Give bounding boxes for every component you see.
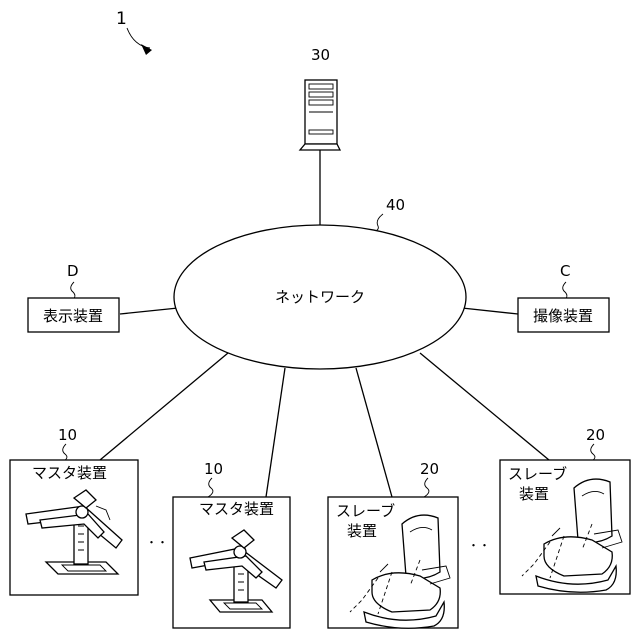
master-device-2: 10 マスタ装置	[173, 460, 290, 628]
camera-network-link	[462, 308, 518, 314]
server-icon	[300, 80, 340, 150]
server-ref-label: 30	[311, 46, 330, 64]
master1-ref-label: 10	[58, 426, 77, 444]
slave1-label-line2: 装置	[347, 522, 377, 540]
master1-ref-leader	[62, 444, 67, 462]
system-ref-curve	[127, 28, 150, 48]
system-ref-label: 1	[116, 9, 127, 29]
slave2-ref-label: 20	[586, 426, 605, 444]
system-ref: 1	[116, 9, 152, 55]
camera-label: 撮像装置	[533, 307, 593, 325]
slave-ellipsis: ・・	[468, 539, 490, 552]
camera-device: C 撮像装置	[518, 262, 609, 332]
display-ref-label: D	[67, 262, 79, 280]
master2-ref-leader	[208, 478, 213, 497]
server: 30	[300, 46, 340, 150]
slave2-ref-leader	[590, 444, 595, 462]
master-device-1: 10 マスタ装置	[10, 426, 138, 595]
slave-device-2: 20 スレーブ 装置	[500, 426, 630, 594]
network-label: ネットワーク	[275, 288, 365, 306]
slave2-network-link	[420, 353, 549, 460]
slave1-label-line1: スレーブ	[336, 502, 395, 520]
slave1-ref-leader	[424, 478, 429, 497]
master1-network-link	[100, 353, 228, 460]
display-network-link	[120, 308, 178, 314]
master1-label: マスタ装置	[32, 464, 107, 482]
slave1-ref-label: 20	[420, 460, 439, 478]
master2-ref-label: 10	[204, 460, 223, 478]
camera-ref-label: C	[560, 262, 570, 280]
slave2-label-line2: 装置	[519, 485, 549, 503]
slave-device-1: 20 スレーブ 装置	[328, 460, 458, 628]
master2-network-link	[266, 368, 285, 497]
master-ellipsis: ・・	[146, 536, 168, 549]
slave2-label-line1: スレーブ	[508, 465, 567, 483]
network-ref-label: 40	[386, 196, 405, 214]
system-ref-arrowhead	[141, 44, 152, 55]
master2-label: マスタ装置	[199, 500, 274, 518]
display-device: D 表示装置	[28, 262, 119, 332]
display-label: 表示装置	[43, 307, 103, 325]
slave1-network-link	[356, 368, 392, 497]
